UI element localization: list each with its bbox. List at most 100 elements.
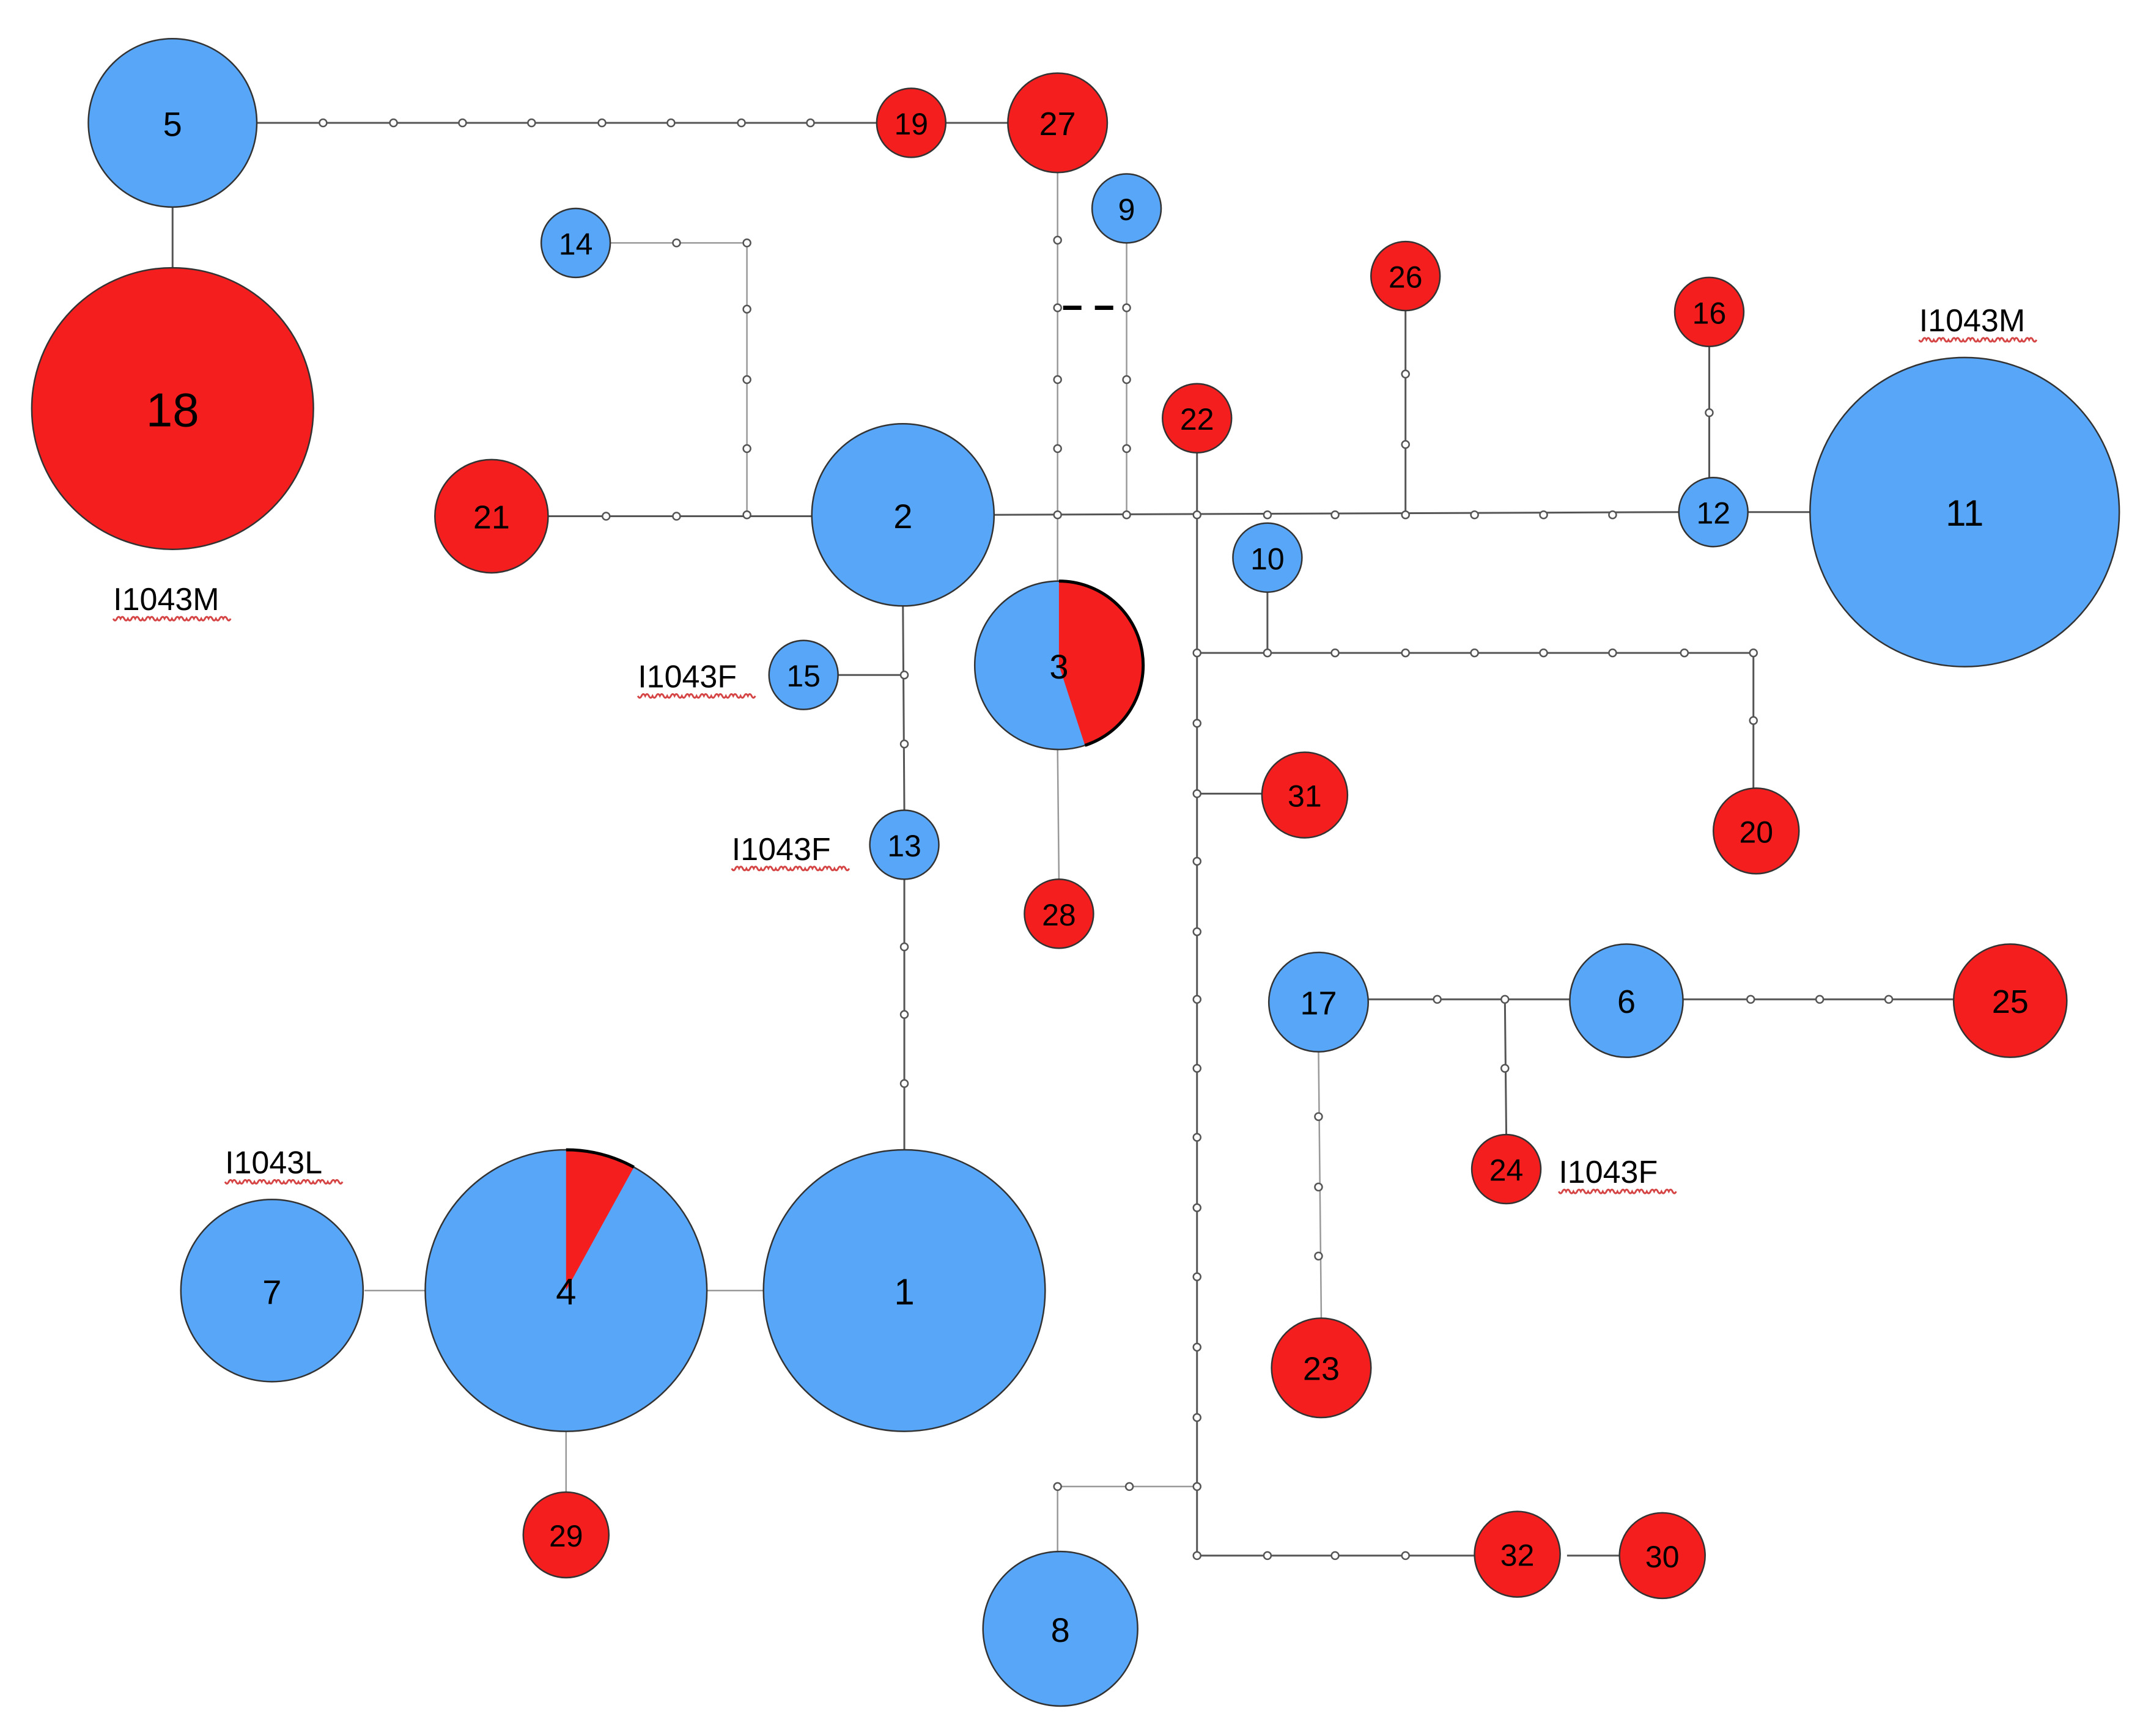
node-label: 24 <box>1489 1153 1524 1188</box>
node-circle <box>180 1199 364 1383</box>
node-circle <box>31 267 314 550</box>
haplotype-node-27: 27 <box>1007 72 1109 174</box>
node-circle <box>1232 522 1303 593</box>
mutation-step-marker <box>319 118 328 128</box>
node-label: 12 <box>1696 496 1730 531</box>
mutation-step-marker <box>1263 648 1272 658</box>
mutation-step-marker <box>1124 1482 1134 1491</box>
node-label: 28 <box>1042 898 1076 932</box>
node-label: 17 <box>1300 985 1337 1021</box>
mutation-step-marker <box>1053 235 1062 245</box>
haplotype-node-6: 6 <box>1569 943 1684 1058</box>
node-circle <box>1678 477 1749 548</box>
mutation-step-marker <box>1705 408 1714 417</box>
annotation-label: I1043F <box>1558 1155 1677 1194</box>
mutation-step-marker <box>742 238 751 248</box>
annotation-label: I1043M <box>112 582 232 622</box>
haplotype-node-25: 25 <box>1952 943 2068 1058</box>
node-circle <box>811 422 995 607</box>
spellcheck-squiggle <box>224 1179 344 1185</box>
node-label: 27 <box>1039 106 1076 142</box>
node-label: 14 <box>559 227 593 261</box>
node-circle <box>1024 878 1094 949</box>
node-circle <box>540 207 611 279</box>
spellcheck-squiggle <box>731 866 850 872</box>
mutation-step-marker <box>1539 510 1548 520</box>
node-circle <box>1569 943 1684 1058</box>
haplotype-node-14: 14 <box>540 207 611 279</box>
node-label: 18 <box>146 383 199 436</box>
mutation-step-marker <box>806 118 815 128</box>
mutation-step-marker <box>602 512 611 521</box>
haplotype-node-26: 26 <box>1370 240 1441 312</box>
mutation-step-marker <box>1500 1064 1510 1073</box>
mutation-step-marker <box>1539 648 1548 658</box>
node-label: 2 <box>893 497 912 535</box>
mutation-step-marker <box>742 444 751 454</box>
node-label: 20 <box>1739 815 1773 849</box>
network-edge <box>1057 1485 1197 1552</box>
haplotype-node-4: 4 <box>424 1148 708 1432</box>
node-circle <box>1470 1133 1542 1205</box>
spellcheck-squiggle <box>112 616 232 622</box>
spellcheck-squiggle <box>636 693 756 699</box>
mutation-step-marker <box>899 1079 909 1088</box>
node-label: 15 <box>786 659 821 693</box>
node-circle <box>762 1149 1046 1432</box>
mutation-step-marker <box>1053 1482 1062 1491</box>
haplotype-node-11: 11 <box>1809 356 2120 668</box>
node-label: 22 <box>1180 402 1214 436</box>
node-label: 32 <box>1500 1539 1535 1573</box>
node-label: 3 <box>1049 647 1068 686</box>
mutation-step-marker <box>742 510 751 520</box>
mutation-step-marker <box>1192 1272 1201 1281</box>
node-circle <box>768 639 839 710</box>
mutation-step-marker <box>1192 1203 1201 1213</box>
haplotype-node-20: 20 <box>1713 787 1800 875</box>
haplotype-node-19: 19 <box>876 87 947 158</box>
mutation-step-marker <box>1330 648 1340 658</box>
node-label: 6 <box>1617 984 1636 1020</box>
mutation-step-marker <box>1192 1133 1201 1142</box>
mutation-step-marker <box>1053 444 1062 454</box>
node-circle <box>1673 276 1745 348</box>
node-circle <box>1618 1512 1706 1600</box>
mutation-step-marker <box>1192 1551 1201 1561</box>
mutation-step-marker <box>1122 375 1131 384</box>
mutation-step-marker <box>1192 789 1201 798</box>
haplotype-node-8: 8 <box>982 1550 1138 1707</box>
mutation-step-marker <box>1192 510 1201 520</box>
mutation-step-marker <box>1192 856 1201 866</box>
node-label: 25 <box>1992 984 2029 1020</box>
mutation-step-marker <box>1746 995 1755 1004</box>
mutation-step-marker <box>458 118 467 128</box>
haplotype-node-18: 18 <box>31 267 314 550</box>
haplotype-node-9: 9 <box>1091 173 1162 244</box>
mutation-step-marker <box>1192 927 1201 936</box>
mutation-step-marker <box>1192 718 1201 728</box>
mutation-step-marker <box>1053 303 1062 312</box>
mutation-step-marker <box>1815 995 1825 1004</box>
mutation-step-marker <box>1401 510 1410 520</box>
node-circle <box>982 1550 1138 1707</box>
node-circle <box>1271 1317 1372 1419</box>
mutation-step-marker <box>1122 510 1131 520</box>
mutation-step-marker <box>899 670 909 680</box>
network-edge <box>1057 749 1060 880</box>
mutation-step-marker <box>1884 995 1894 1004</box>
mutation-step-marker <box>1330 1551 1340 1561</box>
haplotype-node-31: 31 <box>1261 751 1349 839</box>
mutation-step-marker <box>1500 995 1510 1004</box>
haplotype-node-13: 13 <box>869 809 940 880</box>
annotation-label: I1043F <box>636 660 756 699</box>
mutation-step-marker <box>742 375 751 384</box>
haplotype-node-5: 5 <box>87 37 258 208</box>
mutation-step-marker <box>1470 648 1479 658</box>
node-circle <box>1713 787 1800 875</box>
node-label: 1 <box>894 1271 914 1312</box>
haplotype-node-32: 32 <box>1474 1510 1561 1598</box>
mutation-step-marker <box>666 118 676 128</box>
pie-slice-outline <box>566 1148 635 1169</box>
mutation-step-marker <box>1263 510 1272 520</box>
